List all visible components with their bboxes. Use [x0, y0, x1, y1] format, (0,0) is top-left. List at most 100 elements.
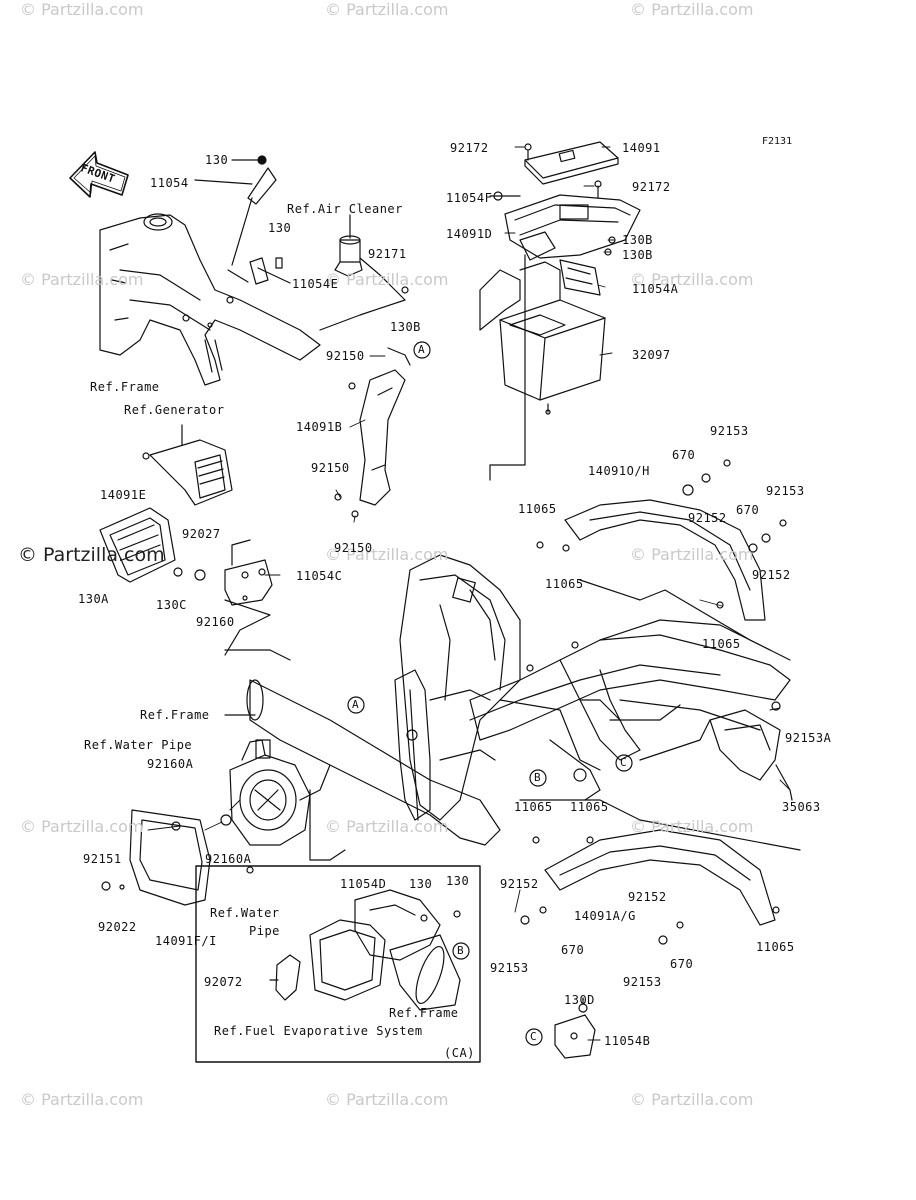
ref-label: Ref.Water Pipe	[84, 738, 193, 752]
bracket-11054c	[224, 539, 273, 606]
part-label: 92152	[628, 890, 667, 904]
battery-box-32097	[479, 261, 606, 415]
part-label: 130	[409, 877, 433, 891]
part-label: 92150	[326, 349, 365, 363]
part-label: 92153A	[785, 731, 832, 745]
part-label: 92160A	[147, 757, 194, 771]
guide-line-generator-2	[309, 789, 346, 861]
ref-label: Ref.Water	[210, 906, 280, 920]
battery-holder-11054a	[559, 259, 601, 296]
part-label: 11054F	[446, 191, 493, 205]
ref-label: Ref.Frame	[389, 1006, 459, 1020]
part-label: 130B	[390, 320, 421, 334]
watermark: © Partzilla.com	[630, 817, 754, 836]
part-label: 92152	[500, 877, 539, 891]
part-label: 92072	[204, 975, 243, 989]
watermark-large: © Partzilla.com	[18, 544, 165, 566]
part-label: 92150	[311, 461, 350, 475]
front-arrow-icon	[69, 151, 129, 198]
regulator-assembly	[142, 424, 233, 506]
part-label: 670	[670, 957, 694, 971]
ref-label: Ref.Frame	[90, 380, 160, 394]
part-label: 130A	[78, 592, 109, 606]
part-label: 130	[205, 153, 229, 167]
watermark: © Partzilla.com	[20, 817, 144, 836]
part-label: 92171	[368, 247, 407, 261]
part-label: 11065	[570, 800, 609, 814]
water-pipe-guard-14091fi	[101, 809, 232, 906]
part-label: 11065	[756, 940, 795, 954]
regulator-cover-14091e	[99, 507, 206, 583]
part-label: 130	[446, 874, 470, 888]
part-label: 92153	[710, 424, 749, 438]
ref-label: Pipe	[249, 924, 280, 938]
watermark: © Partzilla.com	[630, 270, 754, 289]
part-label: 11065	[518, 502, 557, 516]
ref-label: Ref.Frame	[140, 708, 210, 722]
part-label: 14091E	[100, 488, 147, 502]
side-bracket-14091b	[334, 347, 411, 518]
part-label: 11054	[150, 176, 189, 190]
part-label: 14091O/H	[588, 464, 650, 478]
part-label: 14091B	[296, 420, 343, 434]
part-label: 11065	[514, 800, 553, 814]
part-label: 11065	[702, 637, 741, 651]
canister-assembly	[269, 889, 461, 1011]
guide-line-fender	[579, 579, 791, 661]
part-label: 11054E	[292, 277, 339, 291]
fender-upper-14091oh	[536, 459, 787, 621]
part-label: 92022	[98, 920, 137, 934]
ref-label: Ref.Generator	[124, 403, 225, 417]
ca-label: (CA)	[444, 1046, 475, 1060]
ref-label: Ref.Air Cleaner	[287, 202, 403, 216]
part-label: 92160A	[205, 852, 252, 866]
part-label: 14091A/G	[574, 909, 636, 923]
ca-inset-box	[195, 865, 481, 1063]
part-label: 11054A	[632, 282, 679, 296]
watermark: © Partzilla.com	[325, 270, 449, 289]
part-label: 670	[736, 503, 760, 517]
callout-a-2: A	[352, 698, 360, 711]
air-cleaner-solenoid	[319, 214, 409, 331]
callout-circles	[347, 341, 633, 1046]
guide-line-generator	[224, 599, 271, 656]
watermark: © Partzilla.com	[20, 0, 144, 19]
part-label: 130C	[156, 598, 187, 612]
part-label: 92152	[688, 511, 727, 525]
callout-b-1: B	[534, 771, 542, 784]
watermark: © Partzilla.com	[325, 1090, 449, 1109]
battery-tray-14091d	[489, 191, 641, 261]
part-label: 14091	[622, 141, 661, 155]
main-frame	[246, 554, 791, 846]
part-label: 130	[268, 221, 292, 235]
bracket-11054b	[554, 997, 596, 1059]
figure-code: F2131	[762, 136, 793, 147]
guide-line-frame-2	[224, 649, 291, 661]
callout-b-2: B	[457, 944, 465, 957]
watermark: © Partzilla.com	[325, 0, 449, 19]
part-label: 11054B	[604, 1034, 651, 1048]
part-label: 92153	[623, 975, 662, 989]
part-label: 130D	[564, 993, 595, 1007]
part-label: 92153	[490, 961, 529, 975]
battery-cover-14091	[524, 141, 619, 199]
part-label: 92160	[196, 615, 235, 629]
part-label: 92152	[752, 568, 791, 582]
part-label: 670	[672, 448, 696, 462]
watermark: © Partzilla.com	[325, 817, 449, 836]
watermark: © Partzilla.com	[20, 1090, 144, 1109]
watermark: © Partzilla.com	[20, 270, 144, 289]
bracket-11054	[194, 155, 277, 266]
callout-a-1: A	[418, 343, 426, 356]
part-label: 92027	[182, 527, 221, 541]
bracket-35063	[639, 701, 793, 801]
leader-lines	[147, 146, 791, 1041]
front-frame-section	[99, 213, 321, 386]
part-label: 14091F/I	[155, 934, 217, 948]
part-label: 11065	[545, 577, 584, 591]
guide-line-fender-2	[609, 704, 681, 721]
part-label: 130B	[622, 233, 653, 247]
watermark: © Partzilla.com	[630, 0, 754, 19]
